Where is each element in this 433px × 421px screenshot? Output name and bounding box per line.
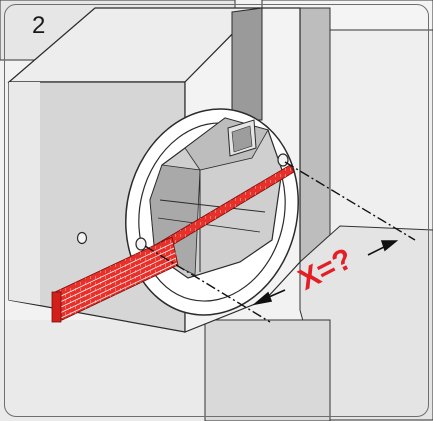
arrow-left-icon: [252, 289, 286, 306]
ruler-icon: [51, 236, 179, 323]
folding-ruler: [51, 164, 295, 323]
step-number: 2: [32, 12, 46, 39]
arrow-right-icon: [367, 240, 399, 256]
dimension-lines: [144, 161, 416, 323]
dimension-arrows: [252, 240, 399, 306]
